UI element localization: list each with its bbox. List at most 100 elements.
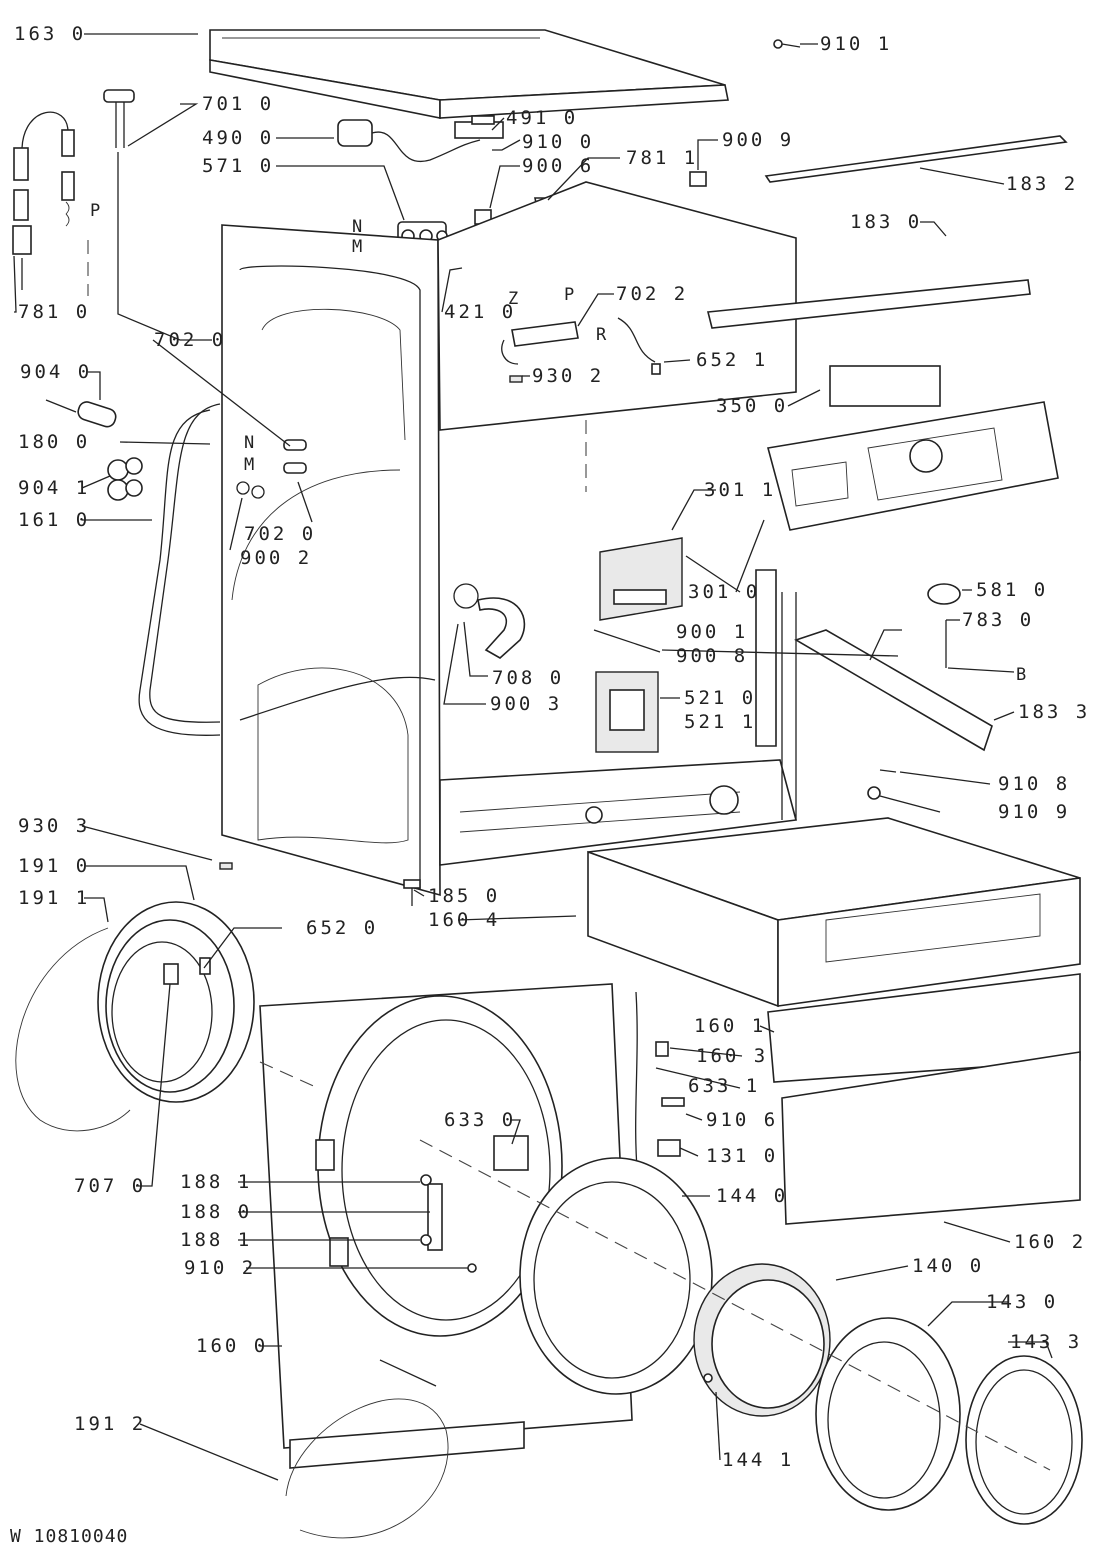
label-900-9: 900 9: [722, 129, 794, 151]
label-783-0: 783 0: [962, 609, 1034, 631]
label-160-1: 160 1: [694, 1015, 766, 1037]
label-571-0: 571 0: [202, 155, 274, 177]
label-701-0: 701 0: [202, 93, 274, 115]
part-labels: 163 0 910 1 701 0 490 0 491 0 910 0 571 …: [14, 23, 1090, 1471]
cable-tie-part: [593, 629, 661, 653]
marker-m-b: M: [244, 455, 254, 475]
detergent-drawer-part: [599, 537, 683, 621]
label-183-3: 183 3: [1018, 701, 1090, 723]
marker-r: R: [596, 325, 607, 345]
label-900-8: 900 8: [676, 645, 748, 667]
label-781-1: 781 1: [626, 147, 698, 169]
label-188-0: 188 0: [180, 1201, 252, 1223]
label-900-6: 900 6: [522, 155, 594, 177]
marker-n: N: [352, 217, 362, 237]
label-930-3: 930 3: [18, 815, 90, 837]
label-633-1: 633 1: [688, 1075, 760, 1097]
rail-183-2-part: [764, 135, 1068, 183]
adjustable-foot-part: [403, 879, 421, 906]
label-191-0: 191 0: [18, 855, 90, 877]
label-180-0: 180 0: [18, 431, 90, 453]
label-900-3: 900 3: [490, 693, 562, 715]
control-board-part: [829, 365, 941, 407]
label-143-0: 143 0: [986, 1291, 1058, 1313]
label-490-0: 490 0: [202, 127, 274, 149]
screw-910-6-part: [661, 1097, 685, 1107]
label-910-1: 910 1: [820, 33, 892, 55]
label-144-0: 144 0: [716, 1185, 788, 1207]
label-191-2: 191 2: [74, 1413, 146, 1435]
label-421-0: 421 0: [444, 301, 516, 323]
label-183-2: 183 2: [1006, 173, 1078, 195]
label-188-1: 188 1: [180, 1171, 252, 1193]
door-trim-ring-part: [965, 1355, 1083, 1525]
connector-n-part: [283, 439, 307, 451]
cabinet-frame-part: [221, 181, 798, 897]
label-904-0: 904 0: [20, 361, 92, 383]
screws-910-8-9-part: [867, 769, 897, 800]
base-box-part: [587, 817, 1081, 1008]
part-707-0: [163, 963, 179, 985]
label-652-0: 652 0: [306, 917, 378, 939]
inlet-hose-set-part: [12, 111, 89, 296]
filter-gasket-set-part: [107, 457, 143, 501]
label-652-1: 652 1: [696, 349, 768, 371]
door-lock-cable-part: [635, 991, 639, 1181]
door-lock-part: [493, 1135, 529, 1171]
pressure-switch-part: [927, 583, 961, 668]
label-910-0: 910 0: [522, 131, 594, 153]
part-160-3: [655, 1041, 669, 1057]
rail-183-3-part: [794, 629, 993, 752]
pump-filter-part: [45, 399, 117, 428]
door-glass-part: [693, 1263, 831, 1417]
label-301-1: 301 1: [704, 479, 776, 501]
label-131-0: 131 0: [706, 1145, 778, 1167]
label-183-0: 183 0: [850, 211, 922, 233]
interference-filter-part: [454, 115, 504, 139]
label-910-8: 910 8: [998, 773, 1070, 795]
label-350-0: 350 0: [716, 395, 788, 417]
hose-702-2-part: [501, 321, 579, 365]
marker-z: Z: [508, 289, 518, 309]
label-144-1: 144 1: [722, 1449, 794, 1471]
side-strip-161-0-part: [138, 409, 221, 736]
label-707-0: 707 0: [74, 1175, 146, 1197]
label-581-0: 581 0: [976, 579, 1048, 601]
diagram-reference-code: W 10810040: [10, 1526, 128, 1547]
label-301-0: 301 0: [688, 581, 760, 603]
spring-191-2-part: [379, 1359, 437, 1387]
top-cover-part: [209, 29, 729, 119]
label-900-1: 900 1: [676, 621, 748, 643]
screw-910-2-part: [467, 1263, 477, 1273]
label-191-1: 191 1: [18, 887, 90, 909]
label-633-0: 633 0: [444, 1109, 516, 1131]
part-144-1: [703, 1373, 713, 1383]
label-702-0: 702 0: [154, 329, 226, 351]
marker-n-b: N: [244, 433, 254, 453]
label-781-0: 781 0: [18, 301, 90, 323]
label-160-4: 160 4: [428, 909, 500, 931]
valve-handle-part: [103, 89, 135, 148]
control-panel-part: [766, 401, 1059, 531]
label-160-0: 160 0: [196, 1335, 268, 1357]
electronic-module-part: [595, 671, 659, 753]
label-521-1: 521 1: [684, 711, 756, 733]
door-inner-frame-part: [519, 1157, 713, 1395]
label-185-0: 185 0: [428, 885, 500, 907]
leader-lines: [13, 33, 1053, 1481]
door-outer-frame-part: [815, 1317, 961, 1511]
label-160-3: 160 3: [696, 1045, 768, 1067]
part-930-3: [219, 862, 233, 870]
plinth-panel-160-2-part: [781, 1051, 1081, 1225]
screw-910-1-part: [773, 39, 801, 49]
label-160-2: 160 2: [1014, 1231, 1086, 1253]
label-521-0: 521 0: [684, 687, 756, 709]
connector-m-part: [283, 462, 307, 474]
label-140-0: 140 0: [912, 1255, 984, 1277]
door-axis-line: [419, 1139, 1051, 1471]
label-708-0: 708 0: [492, 667, 564, 689]
label-910-9: 910 9: [998, 801, 1070, 823]
mains-cable-part: [337, 119, 481, 163]
clips-900-2-part: [236, 481, 265, 499]
